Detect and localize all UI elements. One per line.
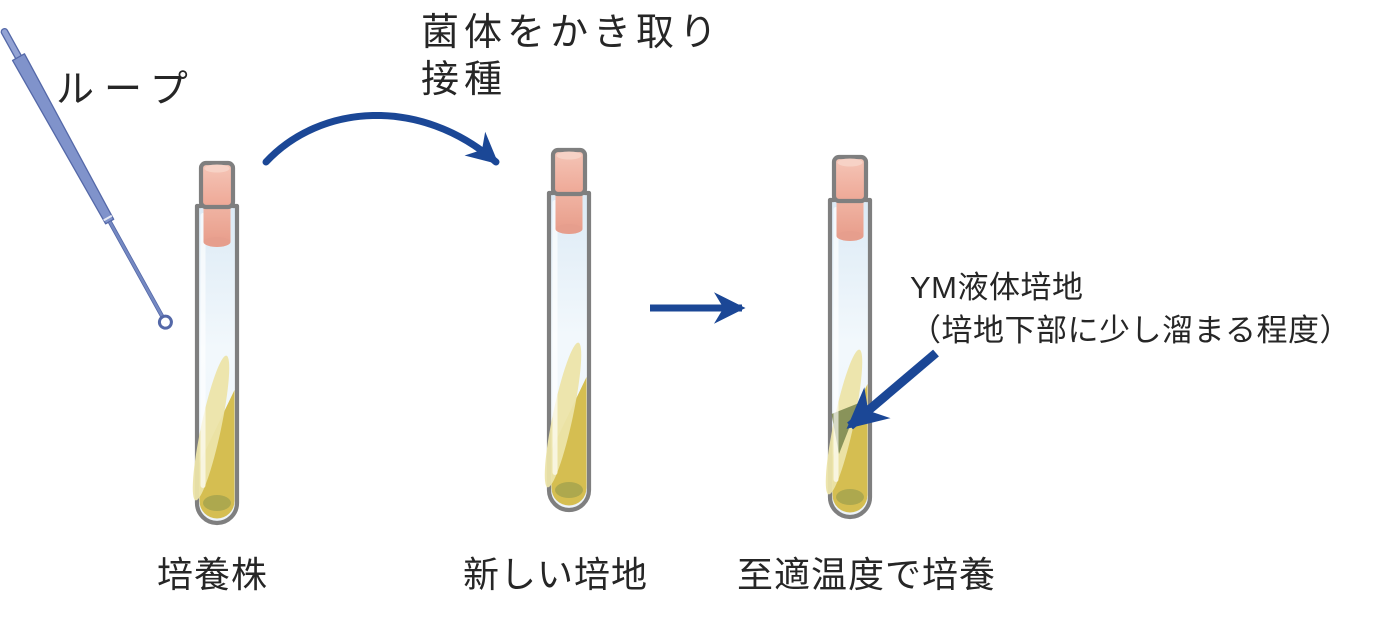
inoculation-step-label: 菌体をかき取り接種: [421, 10, 722, 104]
inoculation-loop-icon: [0, 28, 173, 330]
inoculation-arrow-icon: [262, 111, 500, 166]
stopper: [198, 160, 236, 210]
ym-medium-annotation-line2: （培地下部に少し溜まる程度）: [910, 313, 1351, 348]
loop-handle: [11, 53, 115, 225]
test-tube-culture-stock-icon: [192, 160, 240, 526]
stopper-inner: [203, 206, 231, 242]
stopper: [831, 154, 869, 204]
ym-medium-annotation-line1: YM液体培地: [910, 270, 1084, 305]
inoculation-step-label-line2: 接種: [421, 59, 508, 101]
stopper-top: [204, 164, 230, 173]
tube1-label: 培養株: [157, 554, 269, 595]
tube-bottom-medium: [203, 495, 231, 511]
stopper-inner-bottom: [203, 237, 231, 247]
tube2-label: 新しい培地: [463, 554, 649, 595]
test-tube-incubation-icon: [825, 154, 873, 520]
ym-medium-annotation: YM液体培地 （培地下部に少し溜まる程度）: [910, 266, 1351, 352]
annotation-arrow-icon: [846, 349, 939, 430]
test-tube-new-medium-icon: [544, 147, 592, 513]
tube-bottom-medium: [555, 482, 583, 498]
stopper-inner-bottom: [836, 231, 864, 241]
loop-wire: [107, 220, 166, 320]
slant-medium: [199, 390, 235, 519]
stopper-inner: [836, 200, 864, 236]
glass-highlight: [833, 207, 839, 482]
stopper-top: [837, 158, 863, 167]
inoculation-step-label-line1: 菌体をかき取り: [421, 12, 723, 54]
tube-bottom-medium: [836, 489, 864, 505]
loop-handle-notch: [103, 214, 113, 222]
stopper-inner: [555, 193, 583, 229]
loop-ring: [157, 314, 173, 330]
glass-highlight: [200, 213, 206, 488]
loop-label: ループ: [56, 69, 198, 111]
glass-highlight: [552, 200, 558, 475]
stopper-inner-bottom: [555, 224, 583, 234]
tube3-label: 至適温度で培養: [737, 554, 997, 595]
stopper: [550, 147, 588, 197]
stopper-top: [556, 151, 582, 160]
slant-medium: [551, 377, 587, 506]
